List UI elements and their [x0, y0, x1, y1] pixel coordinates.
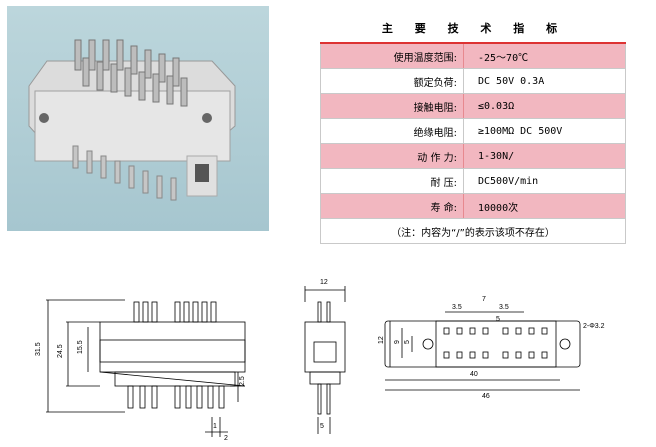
- spec-table: 使用温度范围: -25～70℃ 额定负荷: DC 50V 0.3A 接触电阻: …: [320, 42, 626, 244]
- spec-note: （注：内容为“/”的表示该项不存在）: [320, 218, 626, 244]
- spec-key: 使用温度范围:: [320, 42, 464, 69]
- dim-label: 12: [378, 336, 385, 344]
- spec-row: 接触电阻: ≤0.03Ω: [320, 93, 626, 119]
- front-view: [46, 299, 246, 437]
- dim-label: 2-Φ3.2: [583, 323, 605, 330]
- side-view-dims: 12 5: [320, 279, 328, 430]
- side-view: [304, 286, 346, 434]
- dim-label: 5: [320, 423, 324, 430]
- dim-label: 24.5: [57, 344, 64, 358]
- spec-value: -25～70℃: [463, 42, 626, 69]
- dim-label: 40: [470, 371, 478, 378]
- spec-value: ≥100MΩ DC 500V: [463, 118, 626, 144]
- spec-key: 耐 压:: [320, 168, 464, 194]
- spec-value: 10000次: [463, 193, 626, 219]
- bottom-view: [384, 311, 581, 391]
- connector-image: [28, 39, 236, 201]
- spec-row: 额定负荷: DC 50V 0.3A: [320, 68, 626, 94]
- spec-value: 1-30N/: [463, 143, 626, 169]
- dim-label: 7: [482, 296, 486, 303]
- dim-label: 5: [404, 340, 411, 344]
- dim-label: 2: [224, 435, 228, 442]
- spec-row: 寿 命: 10000次: [320, 193, 626, 219]
- spec-key: 绝缘电阻:: [320, 118, 464, 144]
- dim-label: 1: [213, 423, 217, 430]
- dim-label: 9: [394, 340, 401, 344]
- dim-label: 3.5: [452, 304, 462, 311]
- spec-key: 寿 命:: [320, 193, 464, 219]
- dim-label: 3.5: [499, 304, 509, 311]
- spec-key: 动 作 力:: [320, 143, 464, 169]
- spec-value: DC 50V 0.3A: [463, 68, 626, 94]
- spec-value: ≤0.03Ω: [463, 93, 626, 119]
- bottom-view-dims: 12 9 5 3.5 7 3.5 5 2-Φ3.2 40 46: [378, 296, 605, 400]
- dim-label: 15.5: [77, 340, 84, 354]
- spec-row: 使用温度范围: -25～70℃: [320, 42, 626, 69]
- technical-drawings: 31.5 24.5 15.5 2.5 1 2 12 5: [35, 279, 605, 442]
- spec-row: 耐 压: DC500V/min: [320, 168, 626, 194]
- dim-label: 46: [482, 393, 490, 400]
- product-photo: [7, 6, 269, 231]
- dim-label: 2.5: [239, 376, 246, 386]
- dim-label: 5: [496, 316, 500, 323]
- spec-note-row: （注：内容为“/”的表示该项不存在）: [320, 218, 626, 244]
- front-view-dims: 31.5 24.5 15.5 2.5 1 2: [35, 340, 246, 442]
- dim-label: 31.5: [35, 342, 42, 356]
- spec-value: DC500V/min: [463, 168, 626, 194]
- dim-label: 12: [320, 279, 328, 286]
- spec-key: 额定负荷:: [320, 68, 464, 94]
- spec-title: 主 要 技 术 指 标: [381, 22, 567, 35]
- spec-row: 动 作 力: 1-30N/: [320, 143, 626, 169]
- spec-row: 绝缘电阻: ≥100MΩ DC 500V: [320, 118, 626, 144]
- spec-key: 接触电阻:: [320, 93, 464, 119]
